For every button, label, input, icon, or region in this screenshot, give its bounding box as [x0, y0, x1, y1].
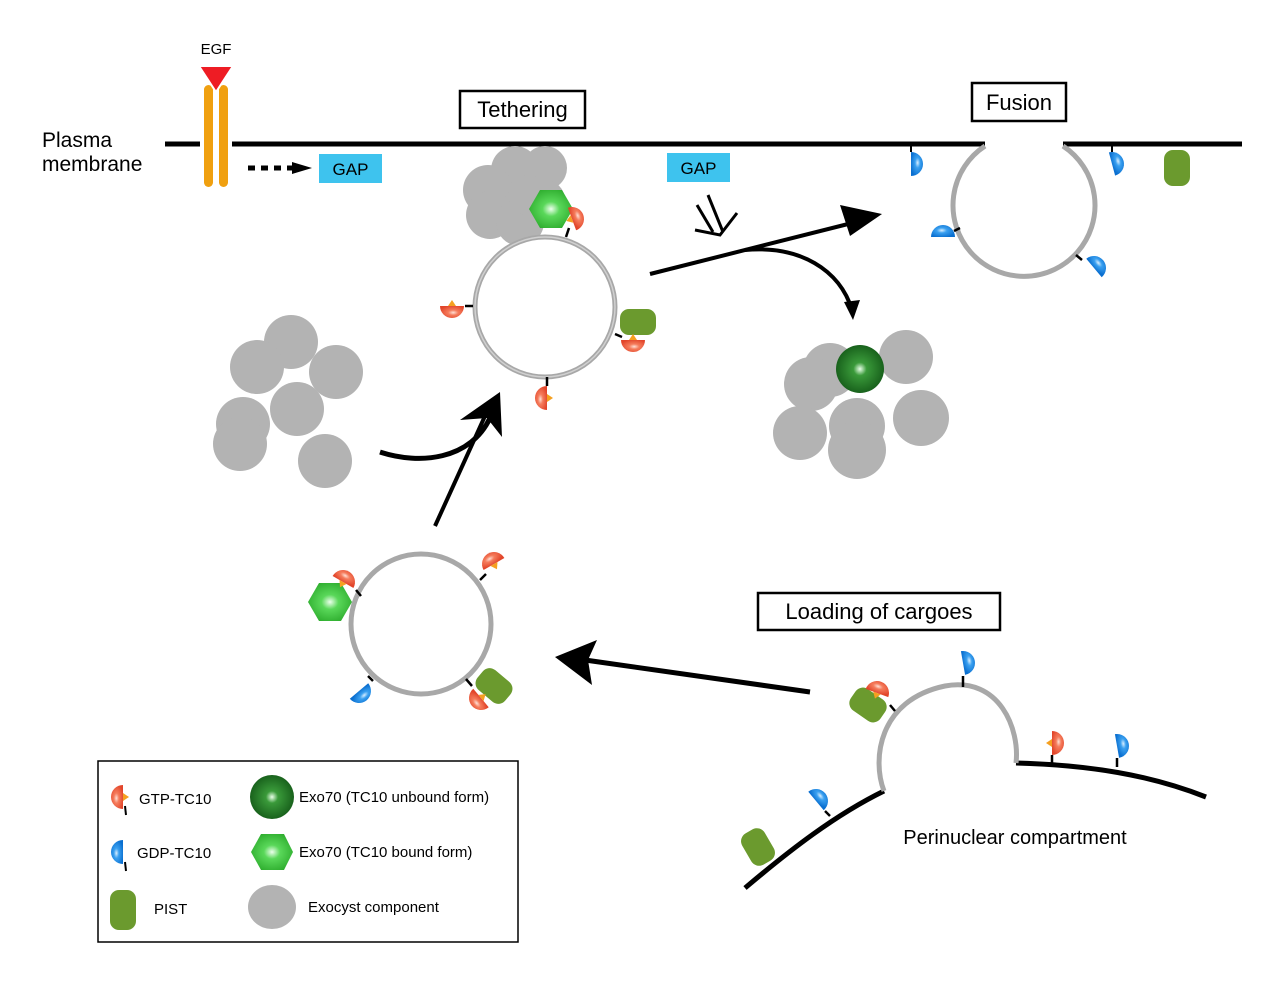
- exo70-bound-icon: [308, 583, 352, 621]
- egf-ligand-icon: [197, 65, 235, 94]
- gdp-tc10-icon: [911, 152, 923, 176]
- vesicle-cargo-loaded: [348, 551, 494, 697]
- exo70-unbound-icon: [250, 775, 294, 819]
- legend-label: GTP-TC10: [139, 791, 212, 808]
- gdp-tc10-icon: [960, 649, 977, 675]
- exocyst-disassembled: [773, 330, 949, 479]
- tethering-title-box: Tethering: [458, 89, 587, 130]
- legend-item-exo70-bound: Exo70 (TC10 bound form): [251, 834, 472, 870]
- gdp-tc10-icon: [931, 225, 955, 237]
- exo70-unbound-icon: [836, 345, 884, 393]
- gdp-tc10-icon: [1114, 732, 1131, 758]
- gap-label-2: GAP: [681, 159, 717, 178]
- legend-item-exo70-unbound: Exo70 (TC10 unbound form): [250, 775, 489, 819]
- gdp-tc10-icon: [1108, 149, 1127, 176]
- egf-label: EGF: [201, 41, 232, 58]
- arrow-vesicle-to-tethering: [433, 404, 492, 527]
- vesicle-fusing: [950, 143, 1098, 279]
- gdp-tc10-icon: [1086, 251, 1111, 278]
- legend-label: Exo70 (TC10 unbound form): [299, 789, 489, 806]
- pist-icon: [1164, 150, 1190, 186]
- legend-item-gdp-tc10: GDP-TC10: [111, 840, 211, 872]
- arrow-vesicle-to-tethering-head: [460, 392, 502, 437]
- exo70-bound-icon: [251, 834, 293, 870]
- legend-label: GDP-TC10: [137, 845, 211, 862]
- gap-label-1: GAP: [333, 160, 369, 179]
- gap-box-2: GAP: [667, 153, 730, 182]
- dotted-arrow-head: [292, 162, 312, 174]
- fusion-title-box: Fusion: [970, 81, 1068, 123]
- perinuclear-label: Perinuclear compartment: [903, 827, 1127, 849]
- receptor-subunit-right: [219, 85, 228, 187]
- perinuclear-membrane-left: [743, 788, 886, 890]
- gtp-tc10-icon: [535, 386, 553, 410]
- budding-vesicle: [876, 682, 1019, 792]
- gtp-tc10-icon: [440, 300, 464, 318]
- pist-icon: [110, 890, 136, 930]
- receptor-subunit-left: [204, 85, 213, 187]
- pist-icon: [620, 309, 656, 335]
- legend-item-pist: PIST: [110, 890, 187, 930]
- loading-title-box: Loading of cargoes: [756, 591, 1002, 632]
- arrow-to-exocyst-disassembly: [744, 247, 854, 311]
- legend-box: [97, 760, 519, 943]
- gtp-tc10-icon: [1046, 731, 1064, 755]
- exocyst-free-components: [213, 315, 363, 488]
- legend-label: Exo70 (TC10 bound form): [299, 844, 472, 861]
- legend-label: Exocyst component: [308, 899, 440, 916]
- legend-label: PIST: [154, 901, 187, 918]
- fusion-label: Fusion: [986, 90, 1052, 115]
- tethering-label: Tethering: [477, 97, 568, 122]
- legend-item-exocyst: Exocyst component: [248, 885, 440, 929]
- egf-receptor: [197, 65, 235, 187]
- legend: GTP-TC10 GDP-TC10 PIST Exo70 (TC10 unbou…: [97, 760, 519, 943]
- gdp-tc10-icon: [349, 683, 376, 708]
- loading-label: Loading of cargoes: [785, 599, 972, 624]
- exocyst-component-icon: [248, 885, 296, 929]
- plasma-membrane-label-line1: Plasma: [42, 129, 112, 152]
- gtp-tc10-icon: [477, 547, 508, 576]
- arrow-to-fusion: [649, 217, 869, 276]
- arrow-to-exocyst-disassembly-head: [844, 300, 860, 320]
- gtp-tc10-icon: [621, 334, 645, 352]
- gdp-tc10-icon: [808, 784, 833, 811]
- perinuclear-membrane-right: [1015, 760, 1207, 800]
- legend-item-gtp-tc10: GTP-TC10: [111, 785, 212, 816]
- arrow-to-fusion-head: [840, 205, 882, 236]
- arrow-transport-to-vesicle: [584, 657, 811, 695]
- arrow-transport-to-vesicle-head: [555, 640, 597, 685]
- arrow-exocyst-recruitment: [379, 416, 493, 461]
- gap-action-arrow: [694, 194, 739, 237]
- plasma-membrane-label-line2: membrane: [42, 153, 142, 176]
- gap-box-1: GAP: [319, 154, 382, 183]
